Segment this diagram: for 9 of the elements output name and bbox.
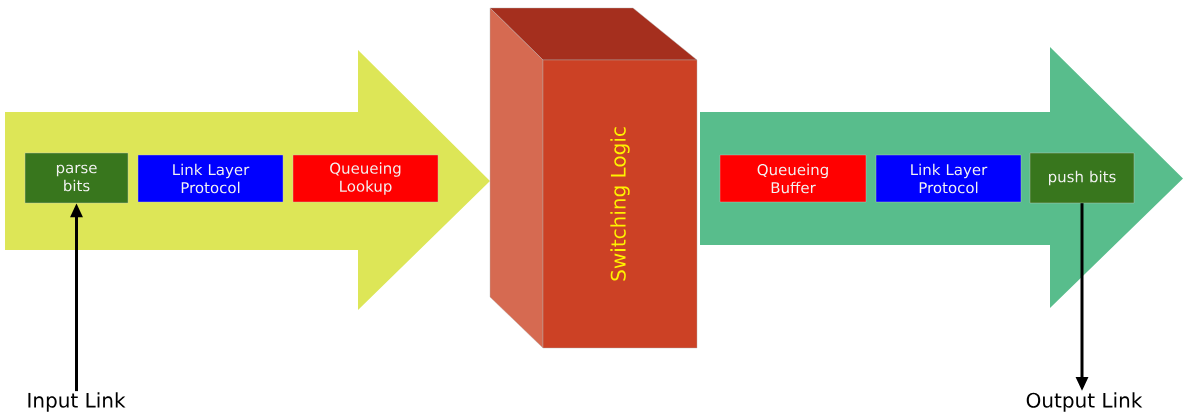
switching-block: Switching Logic [489, 7, 698, 349]
process-box: Link Layer Protocol [137, 154, 284, 203]
process-box: Link Layer Protocol [875, 154, 1022, 203]
process-box: Queueing Lookup [292, 154, 439, 203]
process-box: push bits [1029, 152, 1135, 204]
link-label: Output Link [1026, 392, 1143, 412]
process-box: parse bits [24, 152, 129, 204]
process-box: Queueing Buffer [719, 154, 867, 203]
link-label: Input Link [28, 392, 126, 412]
